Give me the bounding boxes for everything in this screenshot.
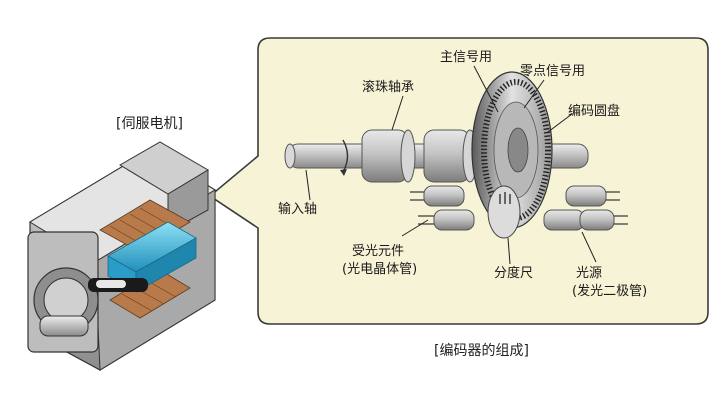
led-lower [543,209,628,231]
input-shaft-label: 输入轴 [278,202,318,217]
light-source-label-line2: (发光二极管) [572,284,648,299]
rotation-arrow [342,139,349,173]
ball-bearing-1 [361,129,416,183]
encoder-assembly [284,71,628,239]
encoder-caption: [编码器的组成] [434,343,529,359]
photo-transistor-upper [410,185,465,207]
leader-lines [305,65,597,265]
ball-bearing-2 [423,129,478,183]
receiver-label-line1: 受光元件 [352,244,405,259]
led-upper [565,185,620,207]
receiver-label-line2: (光电晶体管) [342,262,418,277]
zero-signal-label: 零点信号用 [520,64,586,79]
graduated-scale [487,185,521,239]
main-signal-label: 主信号用 [440,50,493,65]
ball-bearing-label: 滚珠轴承 [362,80,415,95]
code-disk-label: 编码圆盘 [568,104,621,119]
scale-label: 分度尺 [494,266,534,281]
code-disk [471,71,553,229]
light-source-label-line1: 光源 [576,266,603,281]
servo-motor-illustration [27,141,216,371]
motor-caption: [伺服电机] [116,116,183,132]
